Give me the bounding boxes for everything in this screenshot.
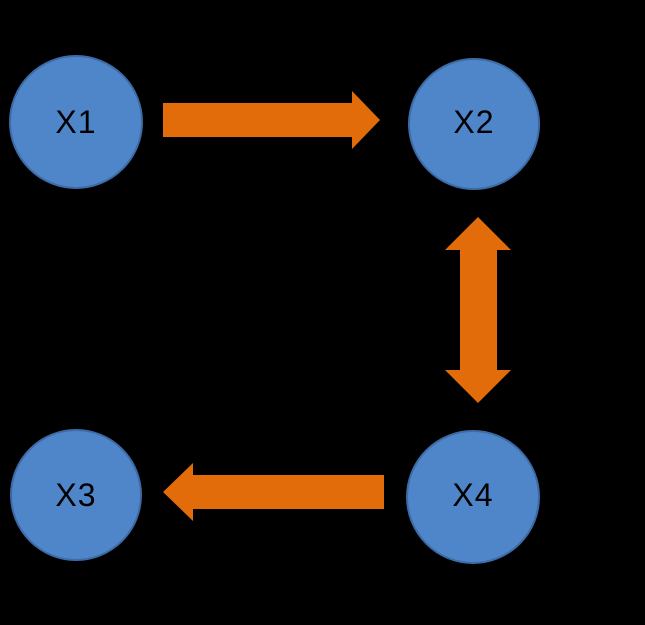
node-x2-circle — [408, 58, 540, 190]
node-x3-label: X3 — [55, 477, 96, 513]
node-x4-circle — [406, 430, 540, 564]
arrow-x2-x4-bidirectional — [445, 217, 511, 403]
node-x4-label: X4 — [452, 477, 493, 513]
arrow-x4-to-x3 — [163, 463, 384, 521]
node-x1-circle — [9, 55, 143, 189]
node-x3-circle — [10, 429, 142, 561]
arrow-x1-to-x2 — [163, 91, 380, 149]
edges-group — [163, 91, 511, 521]
node-labels-group: X1 X2 X3 X4 — [55, 104, 494, 513]
nodes-group — [9, 55, 540, 564]
node-x1-label: X1 — [55, 104, 96, 140]
node-x2-label: X2 — [453, 104, 494, 140]
